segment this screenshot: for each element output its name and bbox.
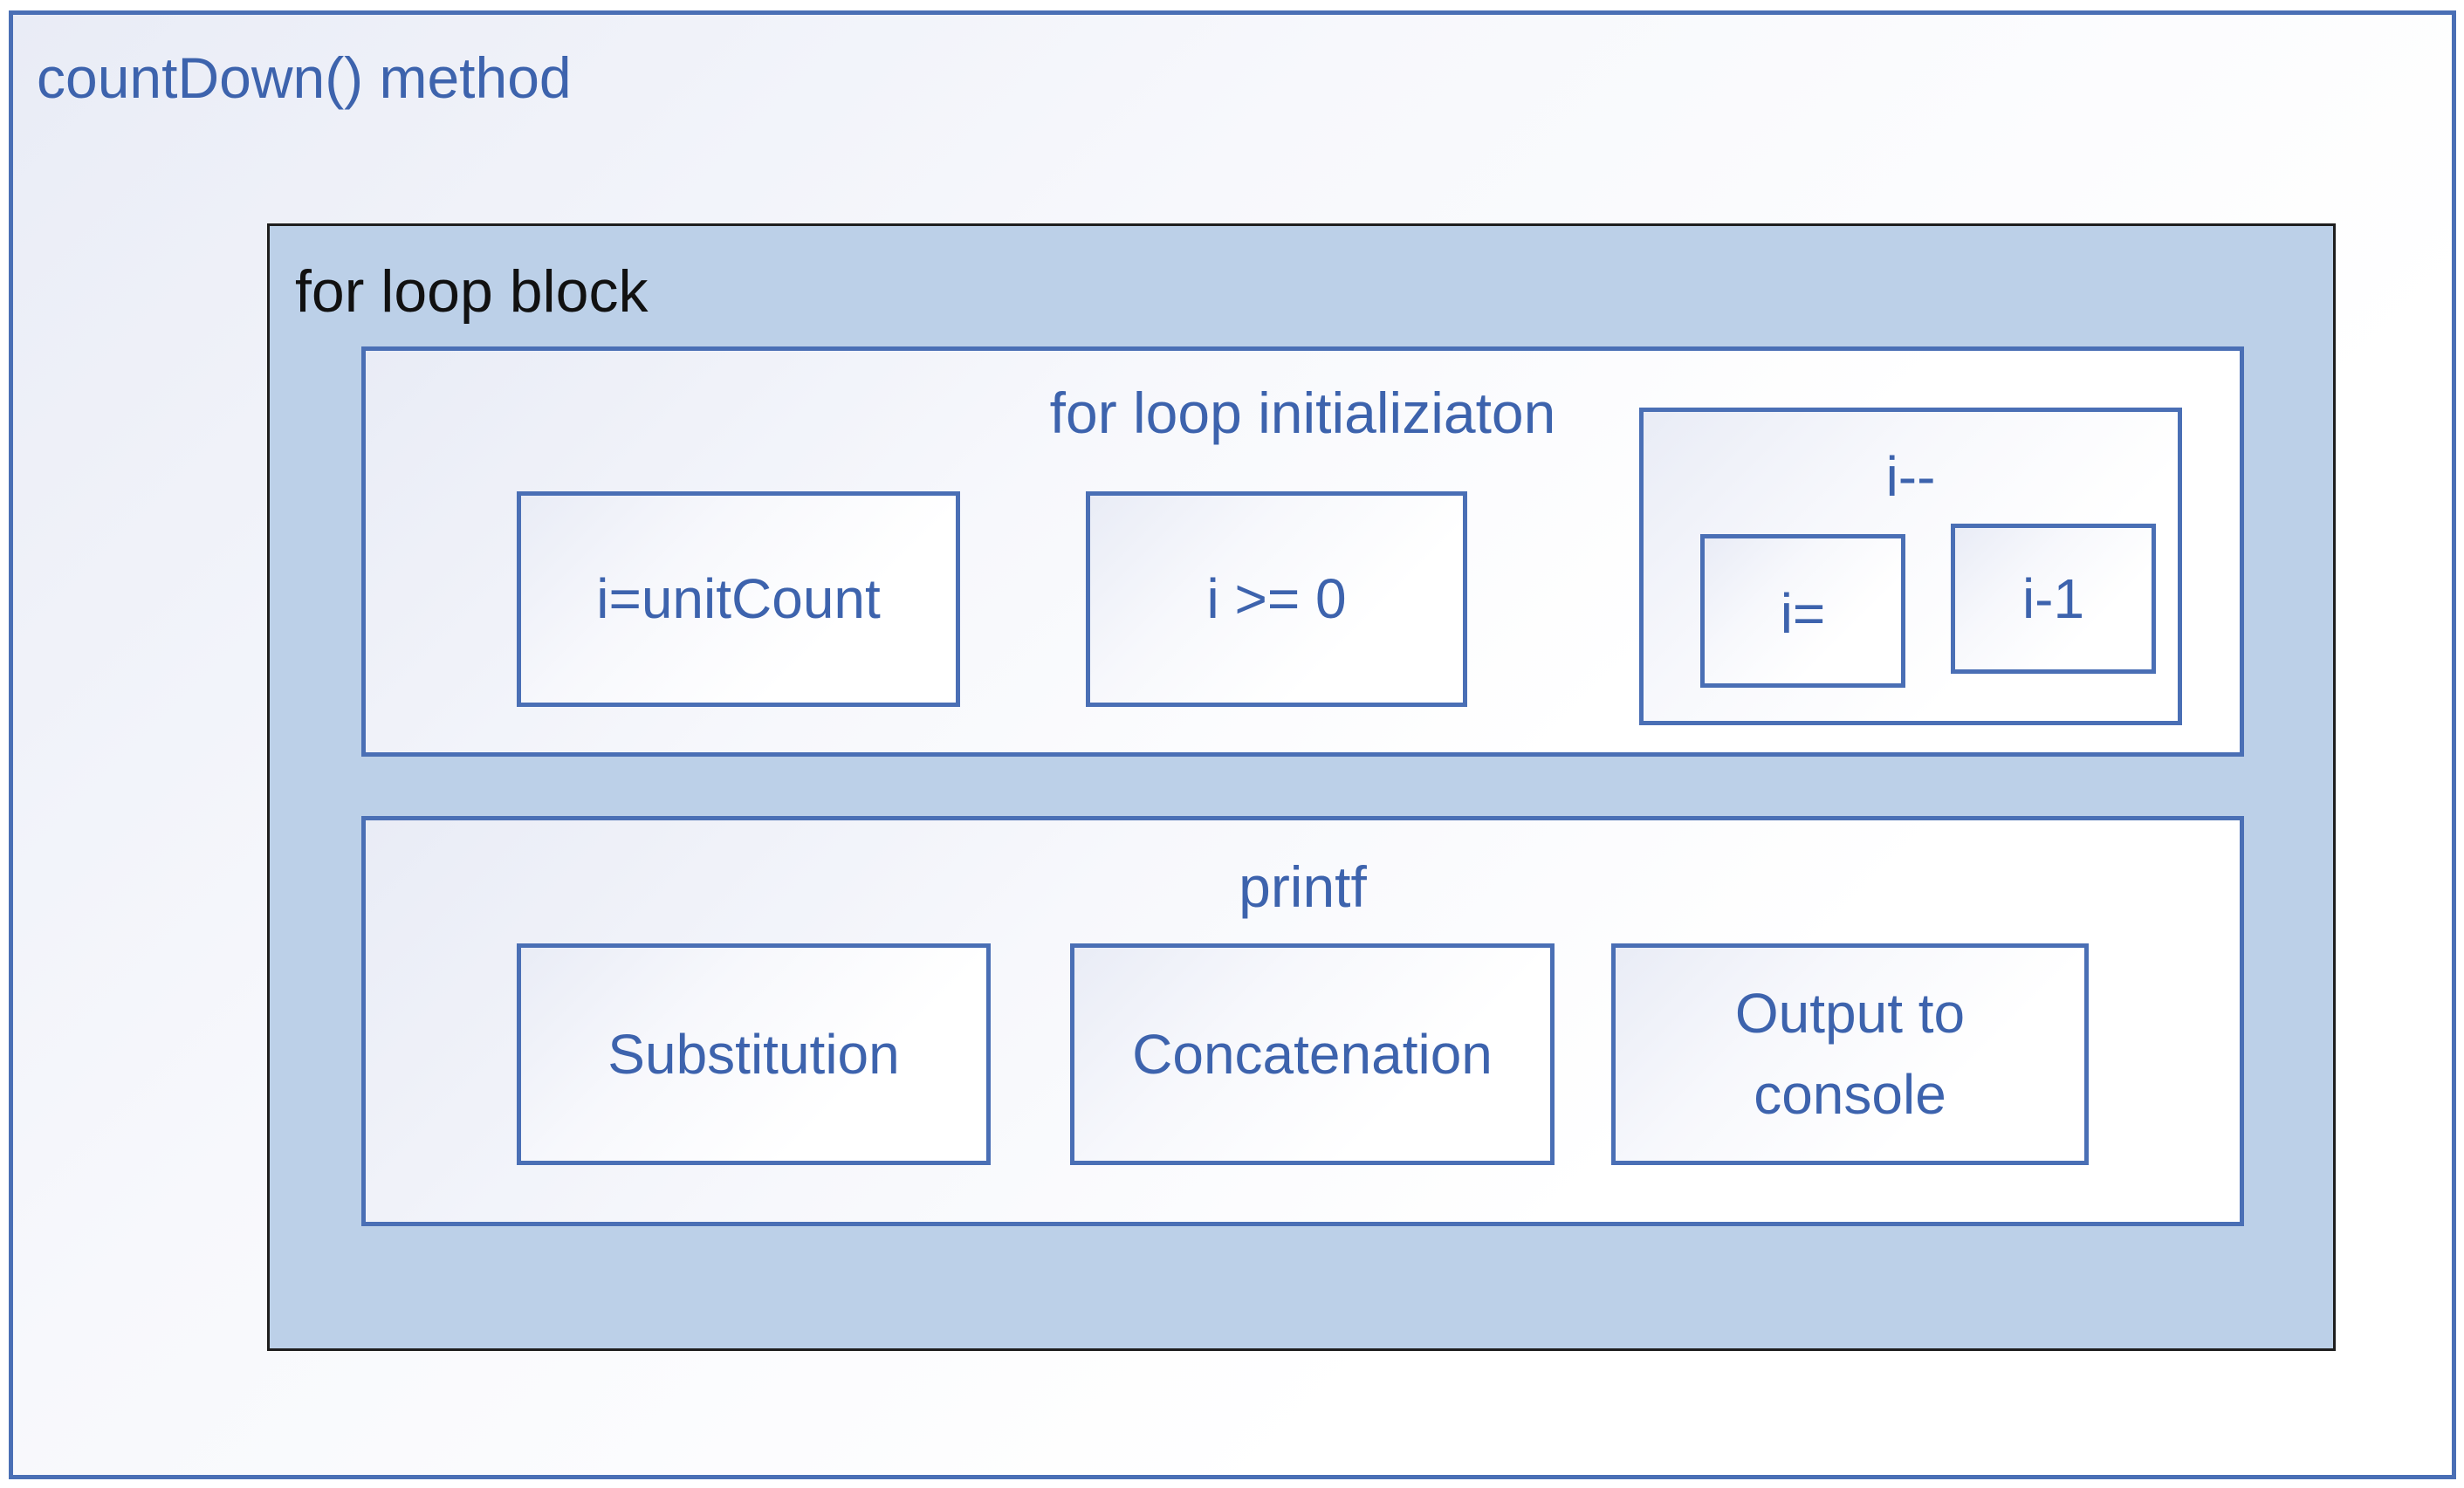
decrement-node-assign-label: i= [1780, 581, 1826, 645]
printf-node-output-to-console-label: Output to console [1734, 982, 1966, 1126]
init-node-condition-label: i >= 0 [1206, 567, 1347, 631]
decrement-node-assign: i= [1700, 534, 1905, 688]
printf-node-concatenation: Concatenation [1070, 943, 1555, 1165]
printf-panel-title: printf [1239, 854, 1367, 919]
init-node-condition: i >= 0 [1086, 491, 1467, 707]
printf-node-substitution-label: Substitution [607, 1022, 900, 1086]
printf-node-concatenation-label: Concatenation [1132, 1022, 1493, 1086]
for-loop-block-title: for loop block [295, 258, 649, 325]
init-node-unitcount-label: i=unitCount [596, 567, 881, 631]
decrement-group-title: i-- [1885, 445, 1936, 508]
printf-node-output-to-console: Output to console [1611, 943, 2089, 1165]
for-loop-initialization-title: for loop initializiaton [1049, 381, 1556, 445]
printf-node-substitution: Substitution [517, 943, 991, 1165]
init-node-unitcount: i=unitCount [517, 491, 960, 707]
decrement-node-minus-one-label: i-1 [2021, 566, 2085, 630]
decrement-node-minus-one: i-1 [1951, 524, 2156, 674]
countdown-method-title: countDown() method [37, 45, 572, 110]
